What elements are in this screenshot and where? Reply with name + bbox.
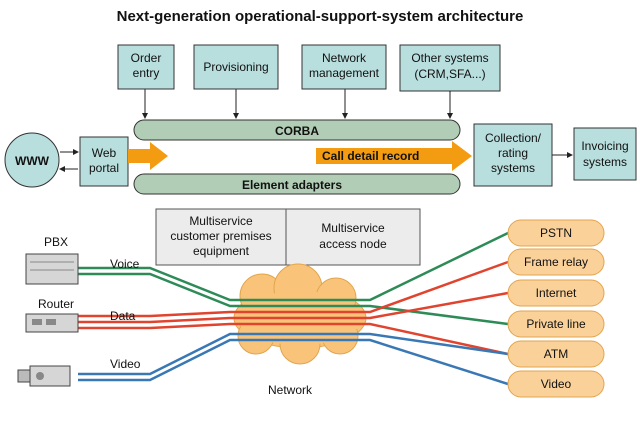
svg-text:Web: Web — [92, 146, 117, 160]
svg-text:Multiservice: Multiservice — [189, 214, 253, 228]
dest-internet: Internet — [507, 279, 605, 307]
svg-text:entry: entry — [133, 66, 160, 80]
invoicing-box: Invoicing systems — [573, 127, 637, 181]
cpe-box: Multiservice customer premises equipment — [155, 208, 287, 266]
corba-bus: CORBA — [133, 119, 461, 141]
dest-private-line: Private line — [507, 310, 605, 338]
svg-text:Element adapters: Element adapters — [242, 178, 342, 192]
svg-text:(CRM,SFA...): (CRM,SFA...) — [414, 67, 485, 81]
pbx-device: PBX — [25, 235, 79, 285]
www-node: WWW — [4, 132, 60, 188]
top-connectors — [142, 83, 453, 119]
collection-rating-box: Collection/ rating systems — [473, 123, 553, 187]
video-camera-device — [17, 365, 71, 387]
svg-text:systems: systems — [583, 155, 627, 169]
svg-text:Other systems: Other systems — [411, 51, 488, 65]
diagram-title: Next-generation operational-support-syst… — [117, 8, 524, 25]
svg-text:customer premises: customer premises — [170, 229, 271, 243]
svg-text:ATM: ATM — [544, 347, 568, 361]
svg-text:Call detail record: Call detail record — [322, 149, 419, 163]
svg-text:Private line: Private line — [526, 317, 586, 331]
element-adapters-bus: Element adapters — [133, 173, 461, 195]
svg-text:CORBA: CORBA — [275, 124, 319, 138]
svg-text:Video: Video — [541, 377, 572, 391]
pbx-label: PBX — [44, 235, 68, 249]
video-link-label: Video — [110, 357, 141, 371]
top-box-provisioning: Provisioning — [193, 44, 279, 90]
svg-text:Provisioning: Provisioning — [203, 60, 268, 74]
svg-text:equipment: equipment — [193, 244, 250, 258]
svg-text:management: management — [309, 66, 380, 80]
svg-text:portal: portal — [89, 161, 119, 175]
svg-text:access node: access node — [319, 237, 387, 251]
dest-video: Video — [507, 370, 605, 398]
svg-text:PSTN: PSTN — [540, 226, 572, 240]
router-device: Router — [25, 297, 79, 333]
call-detail-record-arrow: Call detail record — [316, 141, 472, 171]
data-label: Data — [110, 309, 136, 323]
top-box-order-entry: Order entry — [117, 44, 175, 90]
dest-frame-relay: Frame relay — [507, 248, 605, 276]
voice-label: Voice — [110, 257, 140, 271]
svg-text:Network: Network — [322, 51, 367, 65]
top-box-network-management: Network management — [301, 44, 387, 90]
svg-text:Invoicing: Invoicing — [581, 139, 628, 153]
link-lines — [78, 231, 509, 386]
access-node-box: Multiservice access node — [285, 208, 421, 266]
router-label: Router — [38, 297, 74, 311]
svg-text:WWW: WWW — [15, 154, 50, 168]
network-label: Network — [268, 383, 313, 397]
dest-atm: ATM — [507, 340, 605, 368]
svg-text:Multiservice: Multiservice — [321, 221, 385, 235]
www-portal-connectors — [59, 149, 79, 172]
top-box-other-systems: Other systems (CRM,SFA...) — [399, 44, 501, 92]
svg-text:systems: systems — [491, 161, 535, 175]
dest-pstn: PSTN — [507, 219, 605, 247]
svg-text:Order: Order — [131, 51, 162, 65]
portal-arrow — [128, 142, 168, 170]
svg-text:rating: rating — [498, 146, 528, 160]
svg-text:Frame relay: Frame relay — [524, 255, 588, 269]
svg-text:Internet: Internet — [536, 286, 577, 300]
web-portal-box: Web portal — [79, 136, 129, 187]
network-cloud — [233, 263, 367, 365]
svg-text:Collection/: Collection/ — [485, 131, 542, 145]
